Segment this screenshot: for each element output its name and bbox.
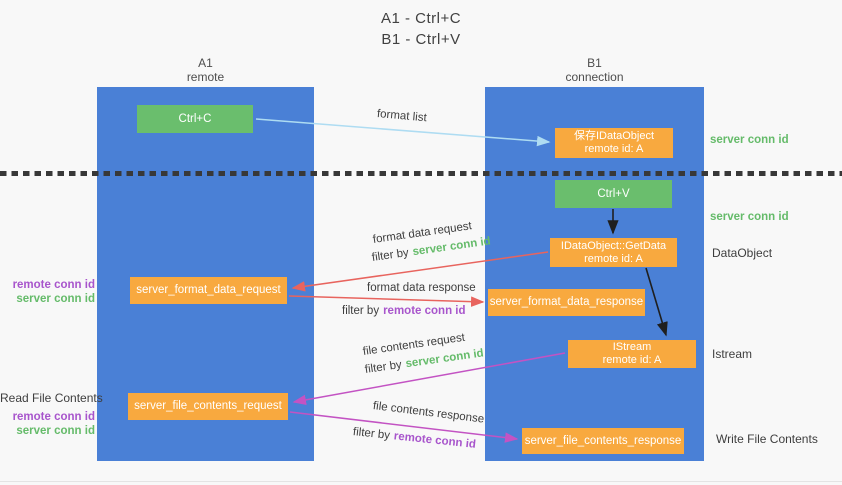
node-istream: IStream remote id: A: [568, 340, 696, 368]
node-server-file-contents-response: server_file_contents_response: [522, 428, 684, 454]
node-ctrl-v-label: Ctrl+V: [597, 187, 630, 200]
remote-conn-id-text: remote conn id: [393, 430, 477, 451]
node-server-format-data-response-label: server_format_data_response: [489, 296, 644, 308]
node-server-format-data-request-label: server_format_data_request: [136, 284, 281, 296]
label-file-contents-response: file contents response: [372, 400, 485, 426]
window-bottom-edge: [0, 481, 842, 482]
right-label-server-conn-id-1: server conn id: [710, 134, 789, 146]
node-server-format-data-response: server_format_data_response: [488, 289, 645, 316]
node-ctrl-c-label: Ctrl+C: [178, 112, 212, 125]
node-save-idataobject-line1: 保存IDataObject: [573, 130, 655, 142]
filter-by-text: filter by: [352, 426, 391, 442]
right-label-server-conn-id-2: server conn id: [710, 211, 789, 223]
label-format-data-response: format data response: [367, 282, 476, 294]
node-istream-line1: IStream: [612, 341, 652, 353]
node-server-file-contents-response-label: server_file_contents_response: [524, 434, 682, 447]
left-label-server-conn-id-2: server conn id: [16, 425, 95, 437]
filter-by-text: filter by: [364, 358, 403, 376]
node-ctrl-v: Ctrl+V: [555, 180, 672, 208]
filter-by-text: filter by: [371, 246, 410, 264]
node-ctrl-c: Ctrl+C: [137, 105, 253, 133]
lane-b1-subtitle: connection: [565, 70, 624, 84]
left-label-remote-conn-id-2: remote conn id: [12, 411, 95, 423]
node-istream-line2: remote id: A: [602, 354, 662, 366]
filter-by-text: filter by: [342, 305, 380, 317]
right-label-write-file-contents: Write File Contents: [716, 432, 818, 446]
server-conn-id-text: server conn id: [404, 347, 485, 371]
title-line-1: A1 - Ctrl+C: [380, 10, 462, 27]
node-idataobject-getdata-line2: remote id: A: [584, 252, 643, 265]
node-save-idataobject: 保存IDataObject remote id: A: [555, 128, 673, 158]
lane-a1-subtitle: remote: [186, 70, 225, 84]
node-server-file-contents-request-label: server_file_contents_request: [134, 400, 282, 412]
node-server-format-data-request: server_format_data_request: [130, 277, 287, 304]
title-line-2: B1 - Ctrl+V: [381, 31, 461, 48]
lane-a1-title: A1: [198, 56, 213, 70]
node-idataobject-getdata-line1: IDataObject::GetData: [560, 239, 667, 252]
node-server-file-contents-request: server_file_contents_request: [128, 393, 288, 420]
left-label-server-conn-id-1: server conn id: [16, 293, 95, 305]
left-label-remote-conn-id-1: remote conn id: [12, 279, 95, 291]
node-save-idataobject-line2: remote id: A: [584, 143, 644, 155]
right-label-dataobject: DataObject: [712, 246, 773, 260]
diagram-title: A1 - Ctrl+C B1 - Ctrl+V: [0, 8, 842, 50]
separator-dotted-line: [0, 171, 842, 176]
left-label-read-file-contents: Read File Contents: [0, 391, 103, 405]
lane-b1-title: B1: [587, 56, 602, 70]
arrow-format-data-response: [288, 295, 485, 307]
label-format-list: format list: [376, 108, 428, 125]
node-idataobject-getdata: IDataObject::GetData remote id: A: [550, 238, 677, 267]
remote-conn-id-text: remote conn id: [383, 305, 466, 317]
lane-b1-header: B1 connection: [485, 56, 704, 84]
lane-a1-header: A1 remote: [97, 56, 314, 84]
right-label-istream: Istream: [712, 347, 753, 361]
